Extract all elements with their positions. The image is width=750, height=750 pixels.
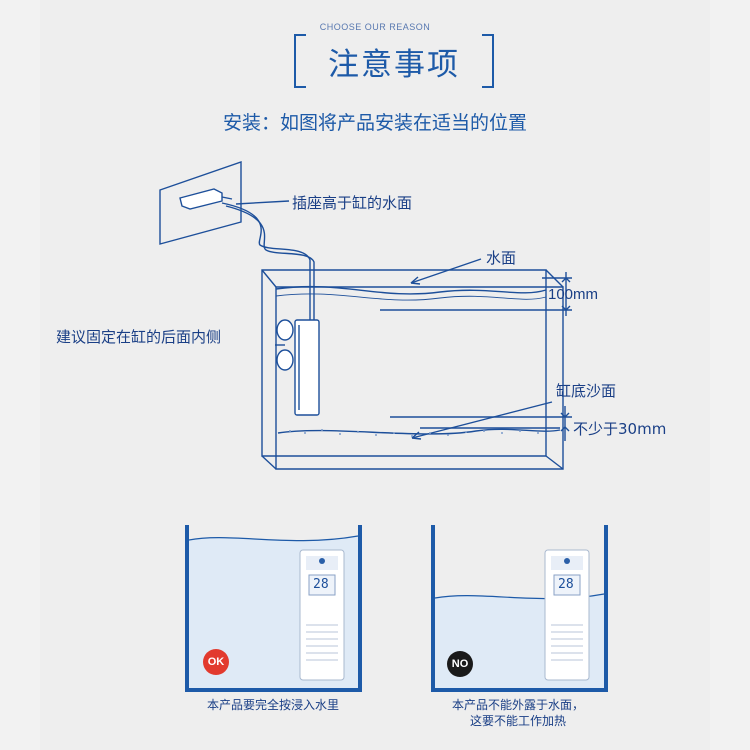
title-bracket-left: [294, 34, 306, 88]
sand-texture: [289, 429, 539, 437]
eyebrow-text: CHOOSE OUR REASON: [319, 22, 431, 32]
no-caption-line-1: 本产品不能外露于水面，: [451, 698, 584, 712]
ok-example: [185, 525, 362, 692]
no-heater-display: 28: [558, 577, 574, 592]
title-bracket-right: [482, 34, 494, 88]
ok-heater-display: 28: [313, 577, 329, 592]
page-title: 注意事项: [328, 47, 460, 83]
no-tank: [431, 525, 608, 692]
no-example: [431, 525, 608, 692]
no-heater: [544, 549, 590, 681]
wall-plate: [159, 161, 242, 245]
heater-body: [294, 319, 320, 416]
ok-badge: OK: [203, 649, 229, 675]
header: CHOOSE OUR REASON 注意事项: [0, 0, 750, 110]
ok-heater: [299, 549, 345, 681]
no-badge: NO: [447, 651, 473, 677]
power-cable: [221, 202, 311, 320]
ok-tank: [185, 525, 362, 692]
ok-waterline: [188, 535, 359, 542]
sand-label: 缸底沙面: [556, 382, 617, 400]
water-surface-label: 水面: [486, 249, 517, 267]
plug: [179, 188, 223, 210]
install-instruction: 安装：如图将产品安装在适当的位置: [222, 112, 527, 134]
clearance-label: 不少于30mm: [573, 420, 667, 438]
sand-bed: [277, 428, 561, 435]
socket-label: 插座高于缸的水面: [292, 194, 413, 212]
no-caption-line-2: 这要不能工作加热: [469, 714, 566, 728]
no-caption: 本产品不能外露于水面， 这要不能工作加热: [428, 697, 608, 729]
ok-caption-line: 本产品要完全按浸入水里: [206, 698, 339, 712]
ok-caption: 本产品要完全按浸入水里: [183, 697, 363, 713]
water-surface: [275, 285, 547, 295]
depth-label: 100mm: [548, 286, 599, 303]
title-frame: 注意事项: [294, 34, 494, 88]
mount-label: 建议固定在缸的后面内侧: [56, 328, 222, 346]
